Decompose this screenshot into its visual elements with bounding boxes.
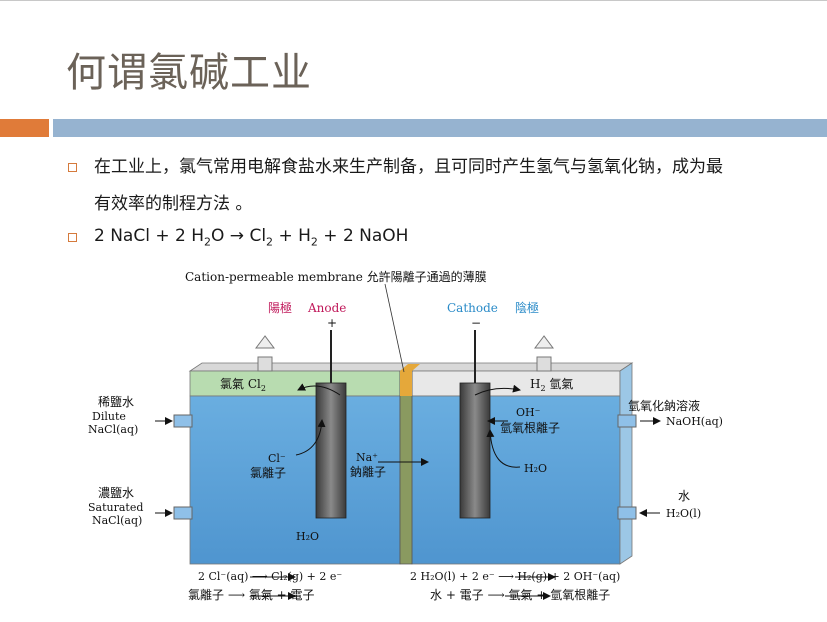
bullet-text-line2: 有效率的制程方法 。 <box>94 194 253 214</box>
cathode-en: Cathode <box>447 301 498 315</box>
bullet-text-line1: 在工业上，氯气常用电解食盐水来生产制备，且可同时产生氢气与氢氧化钠，成为最 <box>94 157 723 177</box>
anode-equation: 2 Cl⁻(aq) ⟶ Cl₂(g) + 2 e⁻ <box>198 570 342 583</box>
oh-ion-cn: 氫氧根離子 <box>500 420 560 435</box>
water-cn: 水 <box>678 489 690 503</box>
na-ion-cn: 鈉離子 <box>350 464 386 479</box>
slide-title: 何谓氯碱工业 <box>66 50 312 96</box>
cl-ion-cn: 氯離子 <box>250 466 286 480</box>
bullet-marker <box>68 163 77 172</box>
naoh-cn: 氫氧化鈉溶液 <box>628 398 700 413</box>
anode-equation-cn: 氯離子 ⟶ 氯氣 + 電子 <box>188 588 315 602</box>
accent-bar-blue <box>53 119 827 137</box>
oh-ion: OH⁻ <box>516 406 541 419</box>
anode-sign: + <box>327 316 337 330</box>
h2-gas-label: H2 氫氣 <box>530 376 573 393</box>
membrane-label: Cation-permeable membrane 允許陽離子通過的薄膜 <box>185 269 487 284</box>
naoh-en: NaOH(aq) <box>666 415 723 428</box>
cathode-sign: − <box>471 316 481 330</box>
anode-liquid <box>189 395 401 565</box>
cathode-electrode <box>459 382 491 519</box>
cathode-gas-zone <box>411 370 621 397</box>
top-border <box>0 0 827 1</box>
bullet-marker <box>68 233 77 242</box>
cathode-equation: 2 H₂O(l) + 2 e⁻ ⟶ H₂(g) + 2 OH⁻(aq) <box>410 570 620 583</box>
cl2-gas-label: 氯氣 Cl2 <box>220 377 266 393</box>
dilute-cn: 稀鹽水 <box>98 394 134 409</box>
h2o-left: H₂O <box>296 530 319 543</box>
saturated-en2: NaCl(aq) <box>92 514 142 527</box>
dilute-en2: NaCl(aq) <box>88 423 138 436</box>
h2o-right: H₂O <box>524 462 547 475</box>
cathode-liquid <box>411 395 621 565</box>
dilute-en1: Dilute <box>92 410 126 423</box>
anode-gas-zone <box>189 370 401 397</box>
na-ion: Na⁺ <box>356 451 378 464</box>
membrane <box>399 370 413 565</box>
anode-electrode <box>315 382 347 519</box>
cl-ion: Cl⁻ <box>268 452 286 465</box>
cathode-cn: 陰極 <box>515 300 539 315</box>
anode-en: Anode <box>307 301 346 315</box>
cathode-equation-cn: 水 + 電子 ⟶ 氫氣 + 氫氧根離子 <box>430 587 610 602</box>
chemical-equation: 2 NaCl + 2 H2O → Cl2 + H2 + 2 NaOH <box>94 226 409 249</box>
water-en: H₂O(l) <box>666 507 701 520</box>
accent-bar-orange <box>0 119 49 137</box>
anode-cn: 陽極 <box>268 300 292 315</box>
saturated-en1: Saturated <box>88 501 143 514</box>
saturated-cn: 濃鹽水 <box>98 485 134 500</box>
